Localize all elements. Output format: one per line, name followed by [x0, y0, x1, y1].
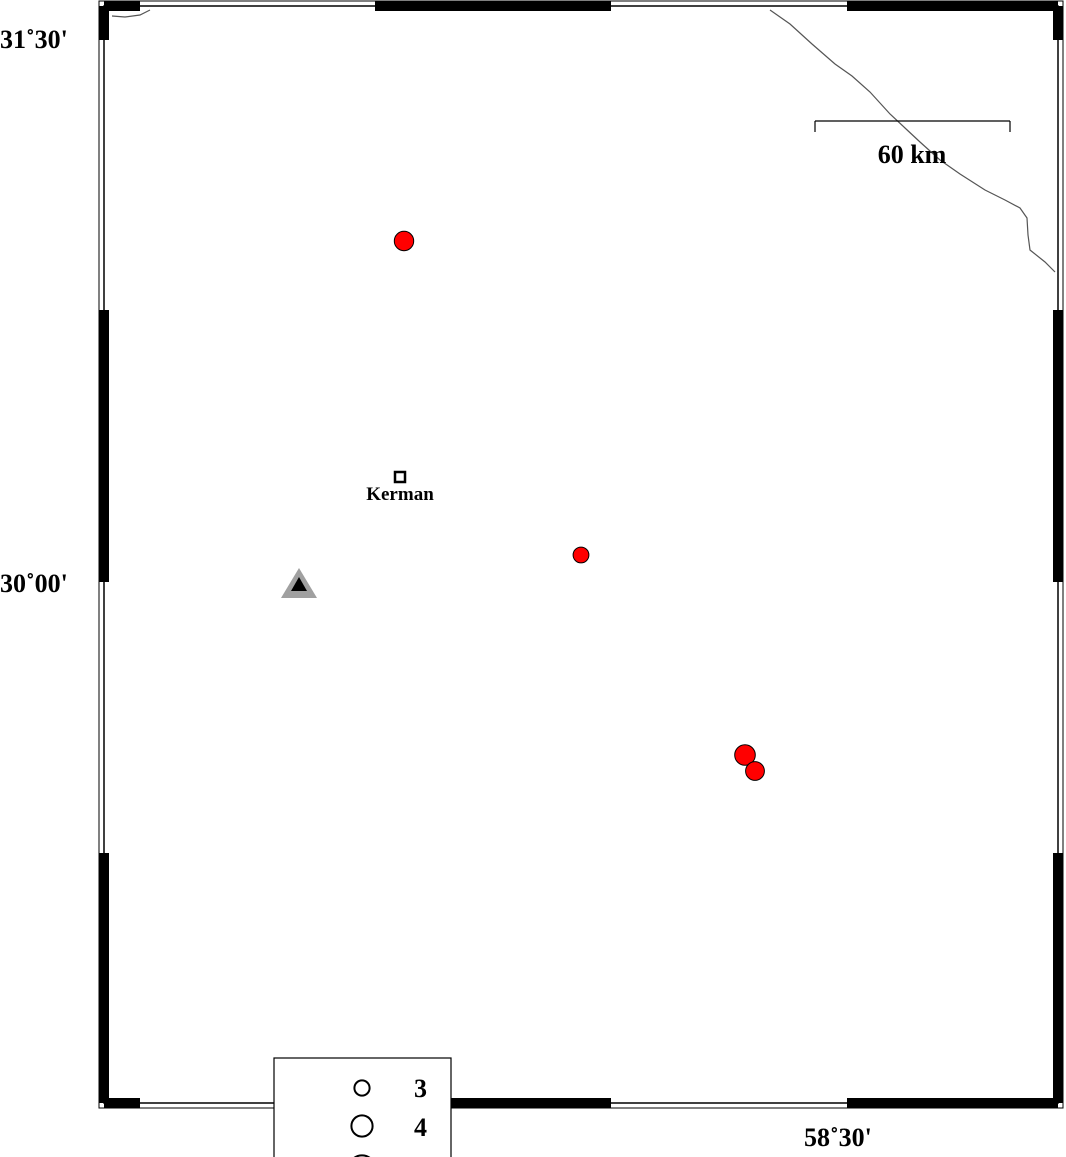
earthquake-events — [393, 230, 765, 781]
earthquake-event[interactable] — [734, 744, 756, 766]
lat-label-top: 31˚30' — [0, 25, 68, 54]
earthquake-event[interactable] — [393, 230, 415, 252]
legend-label: 5 — [414, 1152, 427, 1157]
lat-label-mid: 30˚00' — [0, 569, 68, 598]
legend-label: 4 — [414, 1113, 427, 1142]
city-marker-icon — [393, 470, 407, 484]
earthquake-event[interactable] — [745, 761, 765, 781]
legend-box — [273, 1057, 452, 1157]
legend-circle-icon — [353, 1079, 371, 1097]
scale-bar: 60 km — [814, 120, 1011, 169]
earthquake-event[interactable] — [572, 546, 590, 564]
legend-circle-icon — [350, 1114, 374, 1138]
city-label: Kerman — [366, 484, 434, 505]
border-line-corner — [111, 9, 151, 18]
lon-label-bottom: 58˚30' — [804, 1123, 872, 1152]
border-line — [769, 9, 1056, 273]
scale-bar-label: 60 km — [878, 140, 947, 169]
magnitude-legend: 3 4 5 — [273, 1057, 452, 1157]
city-kerman: Kerman — [366, 470, 434, 505]
station-triangle-icon — [281, 568, 317, 598]
legend-label: 3 — [414, 1074, 427, 1103]
frame-ticks — [99, 1, 1063, 1108]
